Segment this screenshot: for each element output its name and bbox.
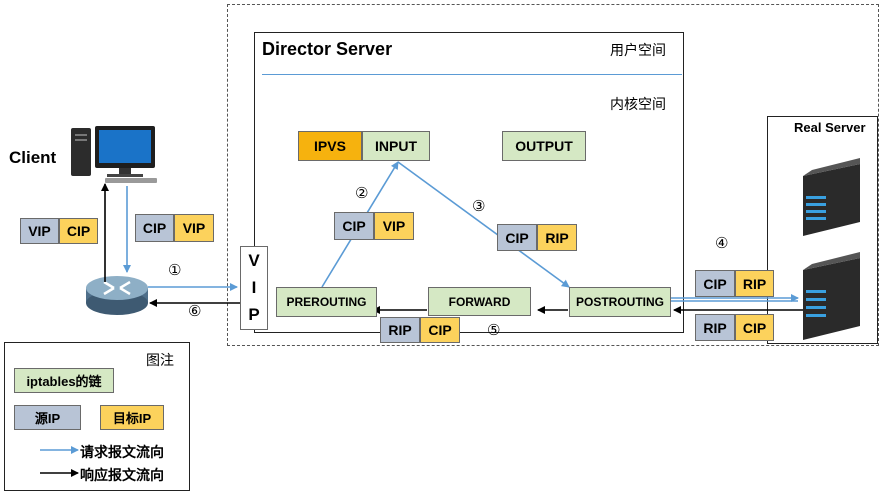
input-chain-box: INPUT [362,131,430,161]
legend-response-label: 响应报文流向 [80,467,164,483]
ipvs-box: IPVS [298,131,362,161]
real-server-title: Real Server [794,120,866,135]
client-packet-cip: CIP [59,218,98,244]
output-chain-box: OUTPUT [502,131,586,161]
prerouting-chain-box: PREROUTING [276,287,377,317]
director-outer-dashed-frame [227,4,879,346]
step-2-marker: ② [355,185,369,202]
step3-packet-cip: CIP [497,224,537,251]
step-4-marker: ④ [715,235,729,252]
legend-source-ip-swatch: 源IP [14,405,81,430]
step-5-marker: ⑤ [487,322,501,339]
step5-packet-rip: RIP [380,317,420,343]
client-label: Client [9,148,57,167]
realserver-out-packet-cip: CIP [735,314,774,341]
director-server-box [254,32,684,333]
step2-packet-vip: VIP [374,212,414,240]
legend-title: 图注 [146,352,174,368]
realserver-in-packet-cip: CIP [695,270,735,297]
client-packet-vip: VIP [20,218,59,244]
vip-interface-box: V I P [240,246,268,330]
vip-letter-i: I [251,277,257,297]
step-3-marker: ③ [472,198,486,215]
legend-chain-swatch: iptables的链 [14,368,114,393]
step-6-marker: ⑥ [188,303,202,320]
step5-packet-cip: CIP [420,317,460,343]
router-icon [86,276,148,315]
user-space-label: 用户空间 [610,42,666,58]
user-kernel-divider [262,74,682,75]
director-server-title: Director Server [262,39,393,59]
client-computer-icon [71,126,157,183]
request-packet-vip: VIP [174,214,214,242]
vip-letter-v: V [248,250,260,270]
forward-chain-box: FORWARD [428,287,531,316]
legend-request-label: 请求报文流向 [80,444,164,460]
postrouting-chain-box: POSTROUTING [569,287,671,317]
vip-letter-p: P [248,305,260,325]
server-icon-bottom [803,252,860,340]
legend-dest-ip-swatch: 目标IP [100,405,164,430]
request-packet-cip: CIP [135,214,174,242]
step2-packet-cip: CIP [334,212,374,240]
realserver-in-packet-rip: RIP [735,270,774,297]
server-icon-top [803,158,860,236]
step3-packet-rip: RIP [537,224,577,251]
kernel-space-label: 内核空间 [610,96,666,112]
step-1-marker: ① [168,262,182,279]
realserver-out-packet-rip: RIP [695,314,735,341]
